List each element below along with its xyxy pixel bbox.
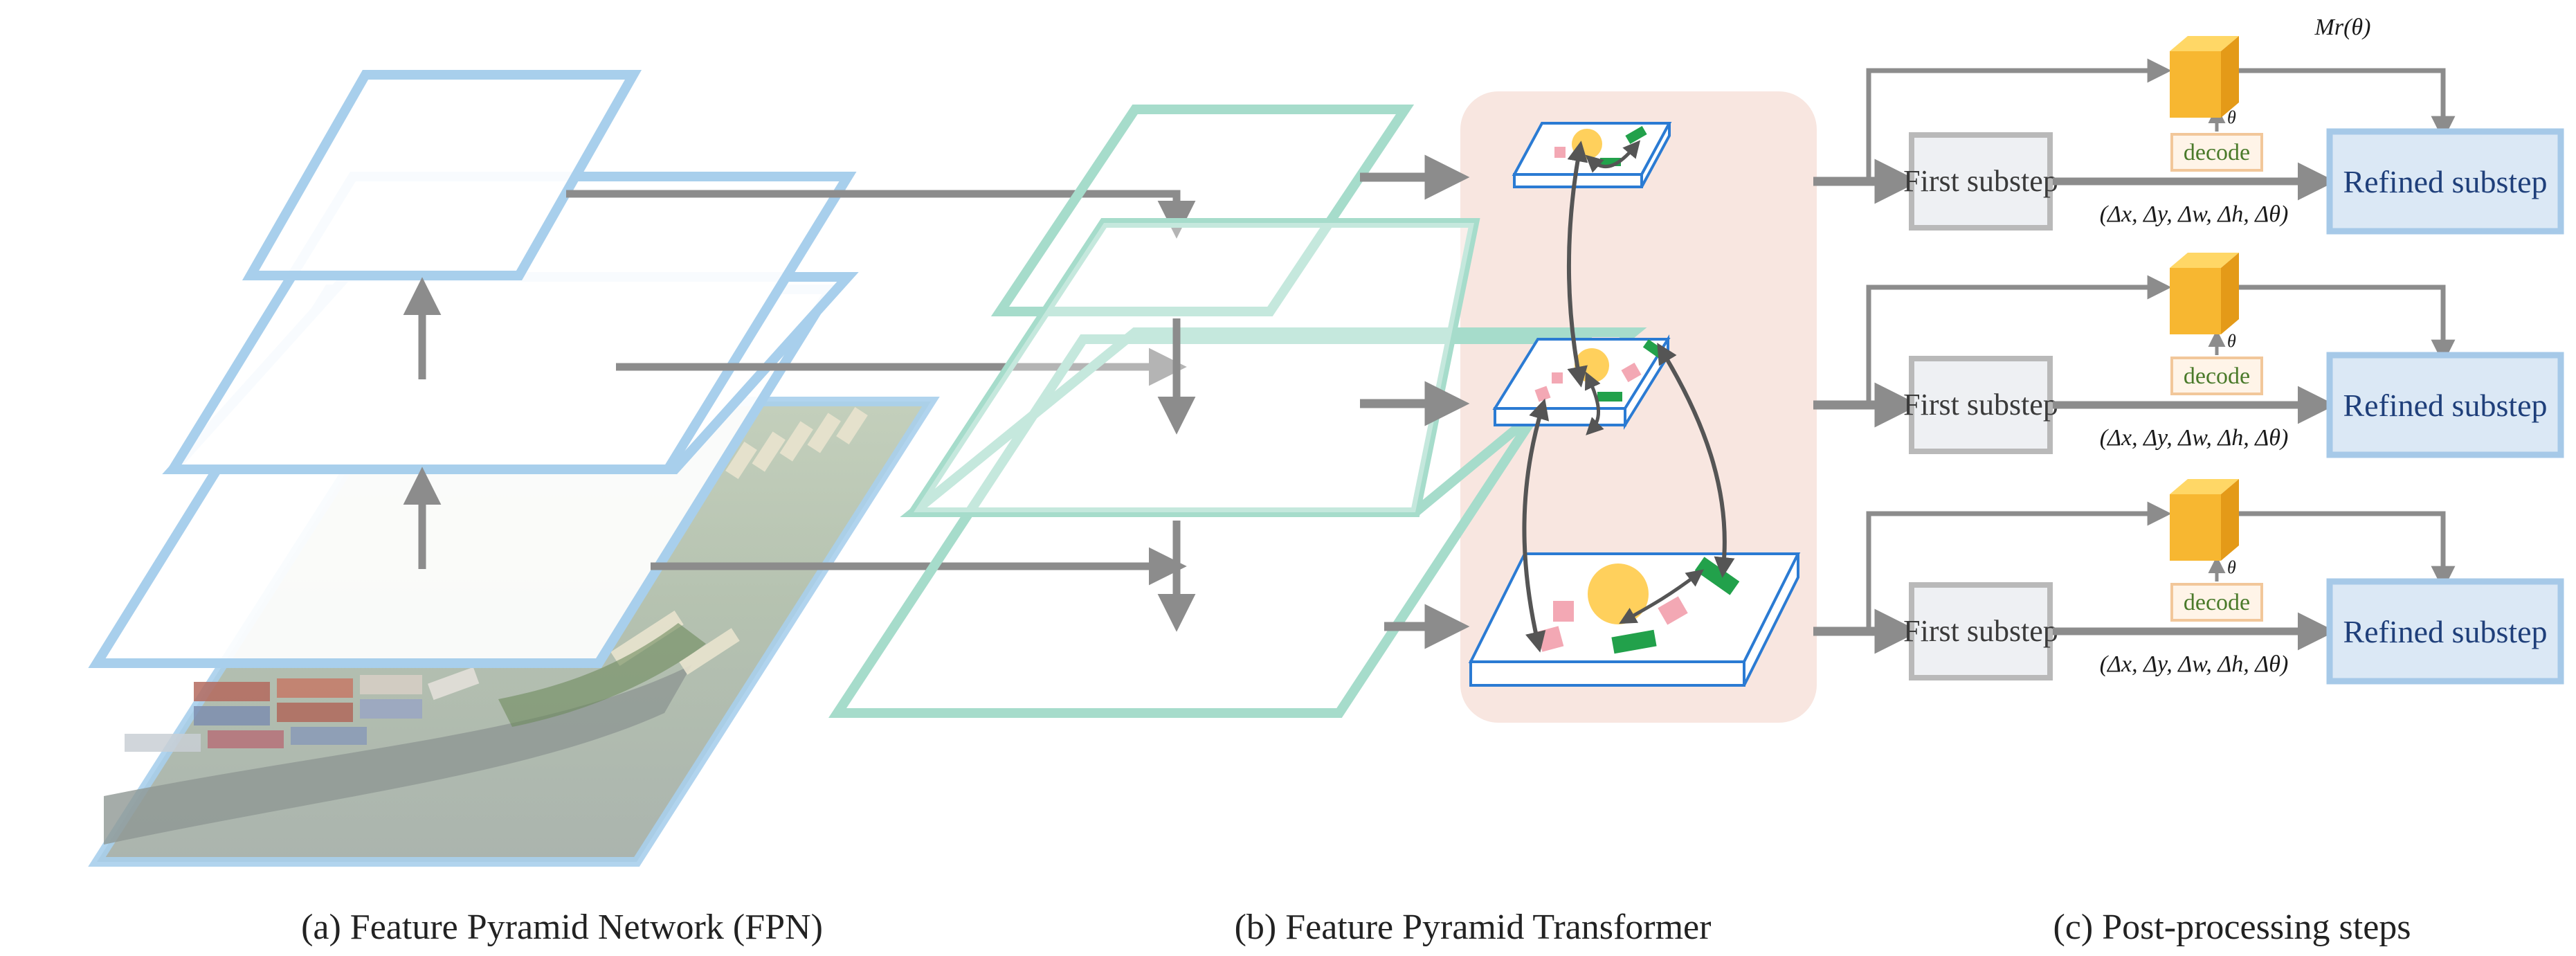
- mr-theta-label: Mr(θ): [2314, 15, 2371, 40]
- fpt-level-2b: [905, 218, 1480, 517]
- first-substep-label: First substep: [1903, 164, 2058, 198]
- caption-fpt: (b) Feature Pyramid Transformer: [1235, 908, 1712, 947]
- refined-substep-label: Refined substep: [2343, 164, 2547, 199]
- decode-box: [2170, 133, 2263, 172]
- attention-arrow-top-mid: [1567, 141, 1588, 388]
- post-row-1: First substep (Δx, Δy, Δw, Δh, Δθ) decode θ…: [1813, 36, 2564, 235]
- refined-substep-box: [2326, 352, 2564, 458]
- first-substep-box: [1909, 132, 2053, 231]
- first-substep-box: [1909, 356, 2053, 454]
- theta-label: θ: [2227, 331, 2236, 351]
- cube-to-refined-arrow: [2239, 68, 2456, 141]
- delta-label: (Δx, Δy, Δw, Δh, Δθ): [2100, 201, 2289, 227]
- refined-substep-box: [2326, 578, 2564, 685]
- delta-label: (Δx, Δy, Δw, Δh, Δθ): [2100, 651, 2289, 677]
- theta-label: θ: [2227, 107, 2236, 127]
- first-substep-box: [1909, 582, 2053, 680]
- post-row-2: First substep (Δx, Δy, Δw, Δh, Δθ) decode θ…: [1813, 253, 2564, 458]
- decode-label: decode: [2184, 363, 2250, 389]
- caption-fpn: (a) Feature Pyramid Network (FPN): [301, 908, 823, 947]
- transformer-slab-top: [1512, 122, 1672, 188]
- attention-arrow-top-inner: [1585, 140, 1641, 173]
- branch-arrow: [1866, 58, 2172, 181]
- post-processing-section: First substep (Δx, Δy, Δw, Δh, Δθ) decode θ…: [1813, 15, 2564, 685]
- decode-label: decode: [2184, 140, 2250, 165]
- first-substep-label: First substep: [1903, 614, 2058, 648]
- refined-substep-label: Refined substep: [2343, 614, 2547, 649]
- decode-box: [2170, 357, 2263, 395]
- attention-arrow-mid-bottom-left: [1522, 398, 1550, 653]
- cube-to-refined-arrow: [2239, 285, 2456, 364]
- transformer-slab-bottom: [1468, 552, 1801, 687]
- rotation-cube-icon: [2170, 36, 2239, 118]
- fpn-section: [88, 70, 1196, 867]
- rotation-cube-icon: [2170, 253, 2239, 334]
- delta-label: (Δx, Δy, Δw, Δh, Δθ): [2100, 425, 2289, 451]
- attention-arrow-mid-inner: [1584, 371, 1604, 435]
- cube-to-refined-arrow: [2239, 511, 2456, 590]
- fpn-level-3: [242, 70, 642, 280]
- lateral-arrow-top: [566, 190, 1196, 239]
- rotation-cube-icon: [2170, 479, 2239, 561]
- branch-arrow: [1866, 501, 2172, 631]
- first-substep-label: First substep: [1903, 388, 2058, 422]
- decode-label: decode: [2184, 590, 2250, 615]
- theta-label: θ: [2227, 557, 2236, 577]
- post-row-3: First substep (Δx, Δy, Δw, Δh, Δθ) decode θ…: [1813, 479, 2564, 685]
- attention-arrow-bottom-inner: [1619, 569, 1704, 624]
- decode-box: [2170, 583, 2263, 622]
- fpt-section: [828, 91, 1817, 723]
- refined-substep-box: [2326, 128, 2564, 235]
- refined-substep-label: Refined substep: [2343, 388, 2547, 423]
- branch-arrow: [1866, 275, 2172, 405]
- fpt-level-3: [990, 105, 1415, 316]
- attention-arrow-mid-bottom-right: [1657, 343, 1735, 578]
- caption-post: (c) Post-processing steps: [2053, 908, 2411, 947]
